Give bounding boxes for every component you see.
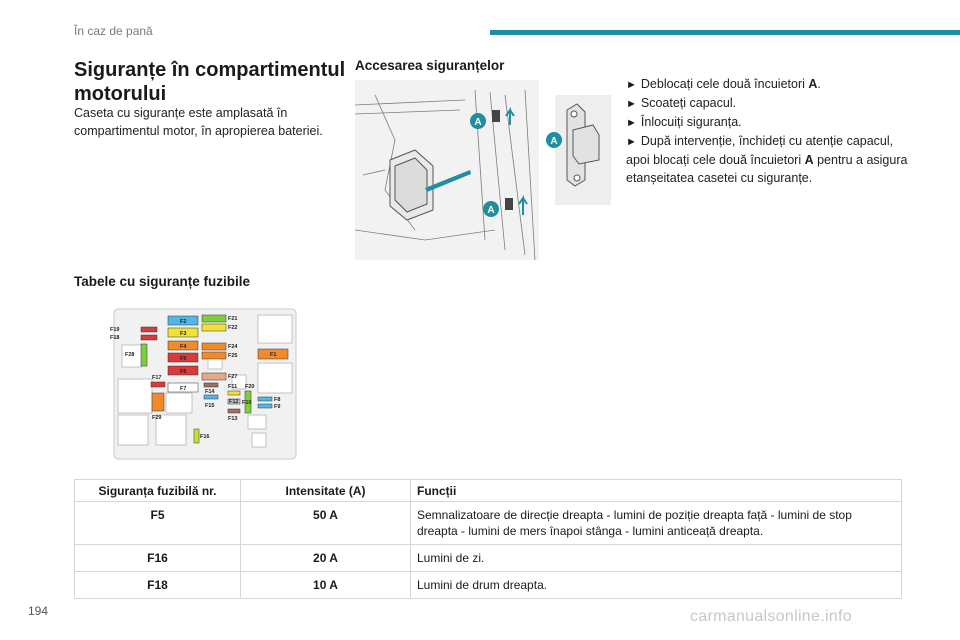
- step-item: ►Scoateți capacul.: [626, 96, 737, 110]
- fuse-tables-title: Tabele cu siguranțe fuzibile: [74, 274, 251, 289]
- fuse-function: Lumini de drum dreapta.: [410, 571, 902, 599]
- fuse-number: F5: [74, 501, 241, 545]
- fuse-label: F16: [200, 434, 209, 440]
- fuse-number: F18: [74, 571, 241, 599]
- header-accent-bar: [490, 30, 960, 35]
- access-title: Accesarea siguranțelor: [355, 58, 505, 73]
- watermark: carmanualsonline.info: [690, 608, 852, 625]
- fuse-label: F11: [228, 384, 237, 390]
- fuse-amperage: 10 A: [240, 571, 411, 599]
- fuse-label: F4: [180, 344, 187, 350]
- fuse-label: F29: [152, 415, 161, 421]
- fuse-label: F28: [125, 352, 134, 358]
- step-arrow-icon: ►: [626, 136, 637, 148]
- step-item: ►Înlocuiți siguranța.: [626, 115, 742, 129]
- fuse-amperage: 50 A: [240, 501, 411, 545]
- fuse-label: F13: [228, 416, 237, 422]
- fuse-label: F25: [228, 353, 237, 359]
- fuse-label: F20: [245, 384, 254, 390]
- table-row: F16 20 A Lumini de zi.: [74, 544, 902, 572]
- fuse-amperage: 20 A: [240, 544, 411, 572]
- step-item: ►Deblocați cele două încuietori A.: [626, 77, 821, 91]
- fuse-label: F6: [180, 369, 186, 375]
- table-row: F5 50 A Semnalizatoare de direcție dreap…: [74, 501, 902, 545]
- table-header-row: Siguranța fuzibilă nr. Intensitate (A) F…: [74, 479, 902, 502]
- fuse-label: F7: [180, 386, 186, 392]
- fuse-label: F18: [110, 335, 119, 341]
- step-arrow-icon: ►: [626, 79, 637, 91]
- step-item: ►După intervenție, închideți cu atenție …: [626, 134, 908, 185]
- fuse-label: F19: [110, 327, 119, 333]
- fuse-label: F9: [274, 404, 280, 410]
- fuse-box-diagram: F19 F18 F28 F2 F3 F4 F5 F6 F17 F7 F29 F2…: [110, 308, 297, 460]
- fuse-label: F27: [228, 374, 237, 380]
- fuse-label: F8: [274, 397, 280, 403]
- fuse-label: F12: [229, 399, 238, 405]
- column-header: Funcții: [410, 479, 902, 502]
- fuse-number: F16: [74, 544, 241, 572]
- access-steps: ►Deblocați cele două încuietori A. ►Scoa…: [626, 75, 916, 187]
- fuse-label: F3: [180, 331, 186, 337]
- section-intro: Caseta cu siguranțe este amplasată în co…: [74, 106, 323, 138]
- fuse-access-illustration: A A A: [355, 80, 611, 260]
- fuse-label: F1: [270, 352, 276, 358]
- fuse-label: F24: [228, 344, 238, 350]
- fuse-label: F10: [242, 400, 251, 406]
- fuse-label: F15: [205, 403, 214, 409]
- fuse-function: Lumini de zi.: [410, 544, 902, 572]
- section-title: Siguranțe în compartimentul motorului: [74, 59, 346, 105]
- fuse-function: Semnalizatoare de direcție dreapta - lum…: [410, 501, 902, 545]
- callout-a-right: A: [550, 136, 557, 147]
- column-header: Intensitate (A): [240, 479, 411, 502]
- page-number: 194: [28, 604, 49, 618]
- callout-a-bottom: A: [487, 205, 494, 216]
- column-header: Siguranța fuzibilă nr.: [74, 479, 241, 502]
- step-arrow-icon: ►: [626, 117, 637, 129]
- fuse-label: F5: [180, 356, 186, 362]
- table-row: F18 10 A Lumini de drum dreapta.: [74, 571, 902, 599]
- fuse-label: F21: [228, 316, 237, 322]
- step-arrow-icon: ►: [626, 98, 637, 110]
- fuse-label: F2: [180, 319, 186, 325]
- fuse-label: F14: [205, 389, 215, 395]
- fuse-table: Siguranța fuzibilă nr. Intensitate (A) F…: [74, 479, 902, 599]
- fuse-label: F17: [152, 375, 161, 381]
- fuse-label: F22: [228, 325, 237, 331]
- header-title: În caz de pană: [74, 24, 153, 38]
- callout-a-top: A: [474, 117, 481, 128]
